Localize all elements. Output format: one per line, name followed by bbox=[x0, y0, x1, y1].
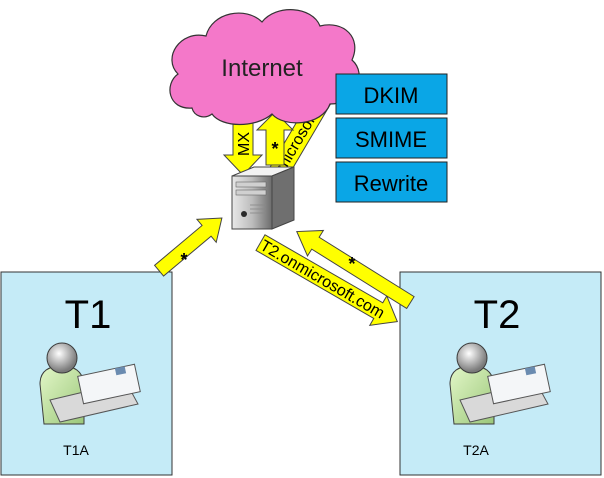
feature-box-rewrite: Rewrite bbox=[335, 161, 448, 203]
arrow-t1-to-server bbox=[153, 217, 223, 277]
feature-label-rewrite: Rewrite bbox=[354, 171, 429, 196]
mx-arrow-down: MX bbox=[222, 117, 264, 176]
internet-cloud: Internet bbox=[169, 9, 360, 125]
user-mail-icon bbox=[39, 342, 141, 425]
tenant-caption-t2: T2A bbox=[463, 442, 489, 458]
tenant-caption-t1: T1A bbox=[63, 442, 89, 458]
user-mail-icon bbox=[449, 342, 551, 425]
mx-label: MX bbox=[236, 132, 253, 156]
server-icon bbox=[231, 166, 295, 230]
t1-star-label: * bbox=[180, 250, 187, 270]
feature-box-smime: SMIME bbox=[335, 117, 448, 159]
cloud-label: Internet bbox=[221, 55, 303, 82]
feature-box-dkim: DKIM bbox=[335, 73, 448, 115]
tenant-title-t2: T2 bbox=[474, 293, 521, 337]
arrow-t2-to-server bbox=[296, 229, 415, 310]
feature-label-dkim: DKIM bbox=[364, 83, 419, 108]
t2-star-label: * bbox=[348, 254, 355, 274]
tenant-title-t1: T1 bbox=[65, 293, 112, 337]
tenant-box-t1: T1 T1A bbox=[0, 271, 173, 476]
star-up-label: * bbox=[271, 139, 278, 159]
feature-label-smime: SMIME bbox=[355, 127, 427, 152]
